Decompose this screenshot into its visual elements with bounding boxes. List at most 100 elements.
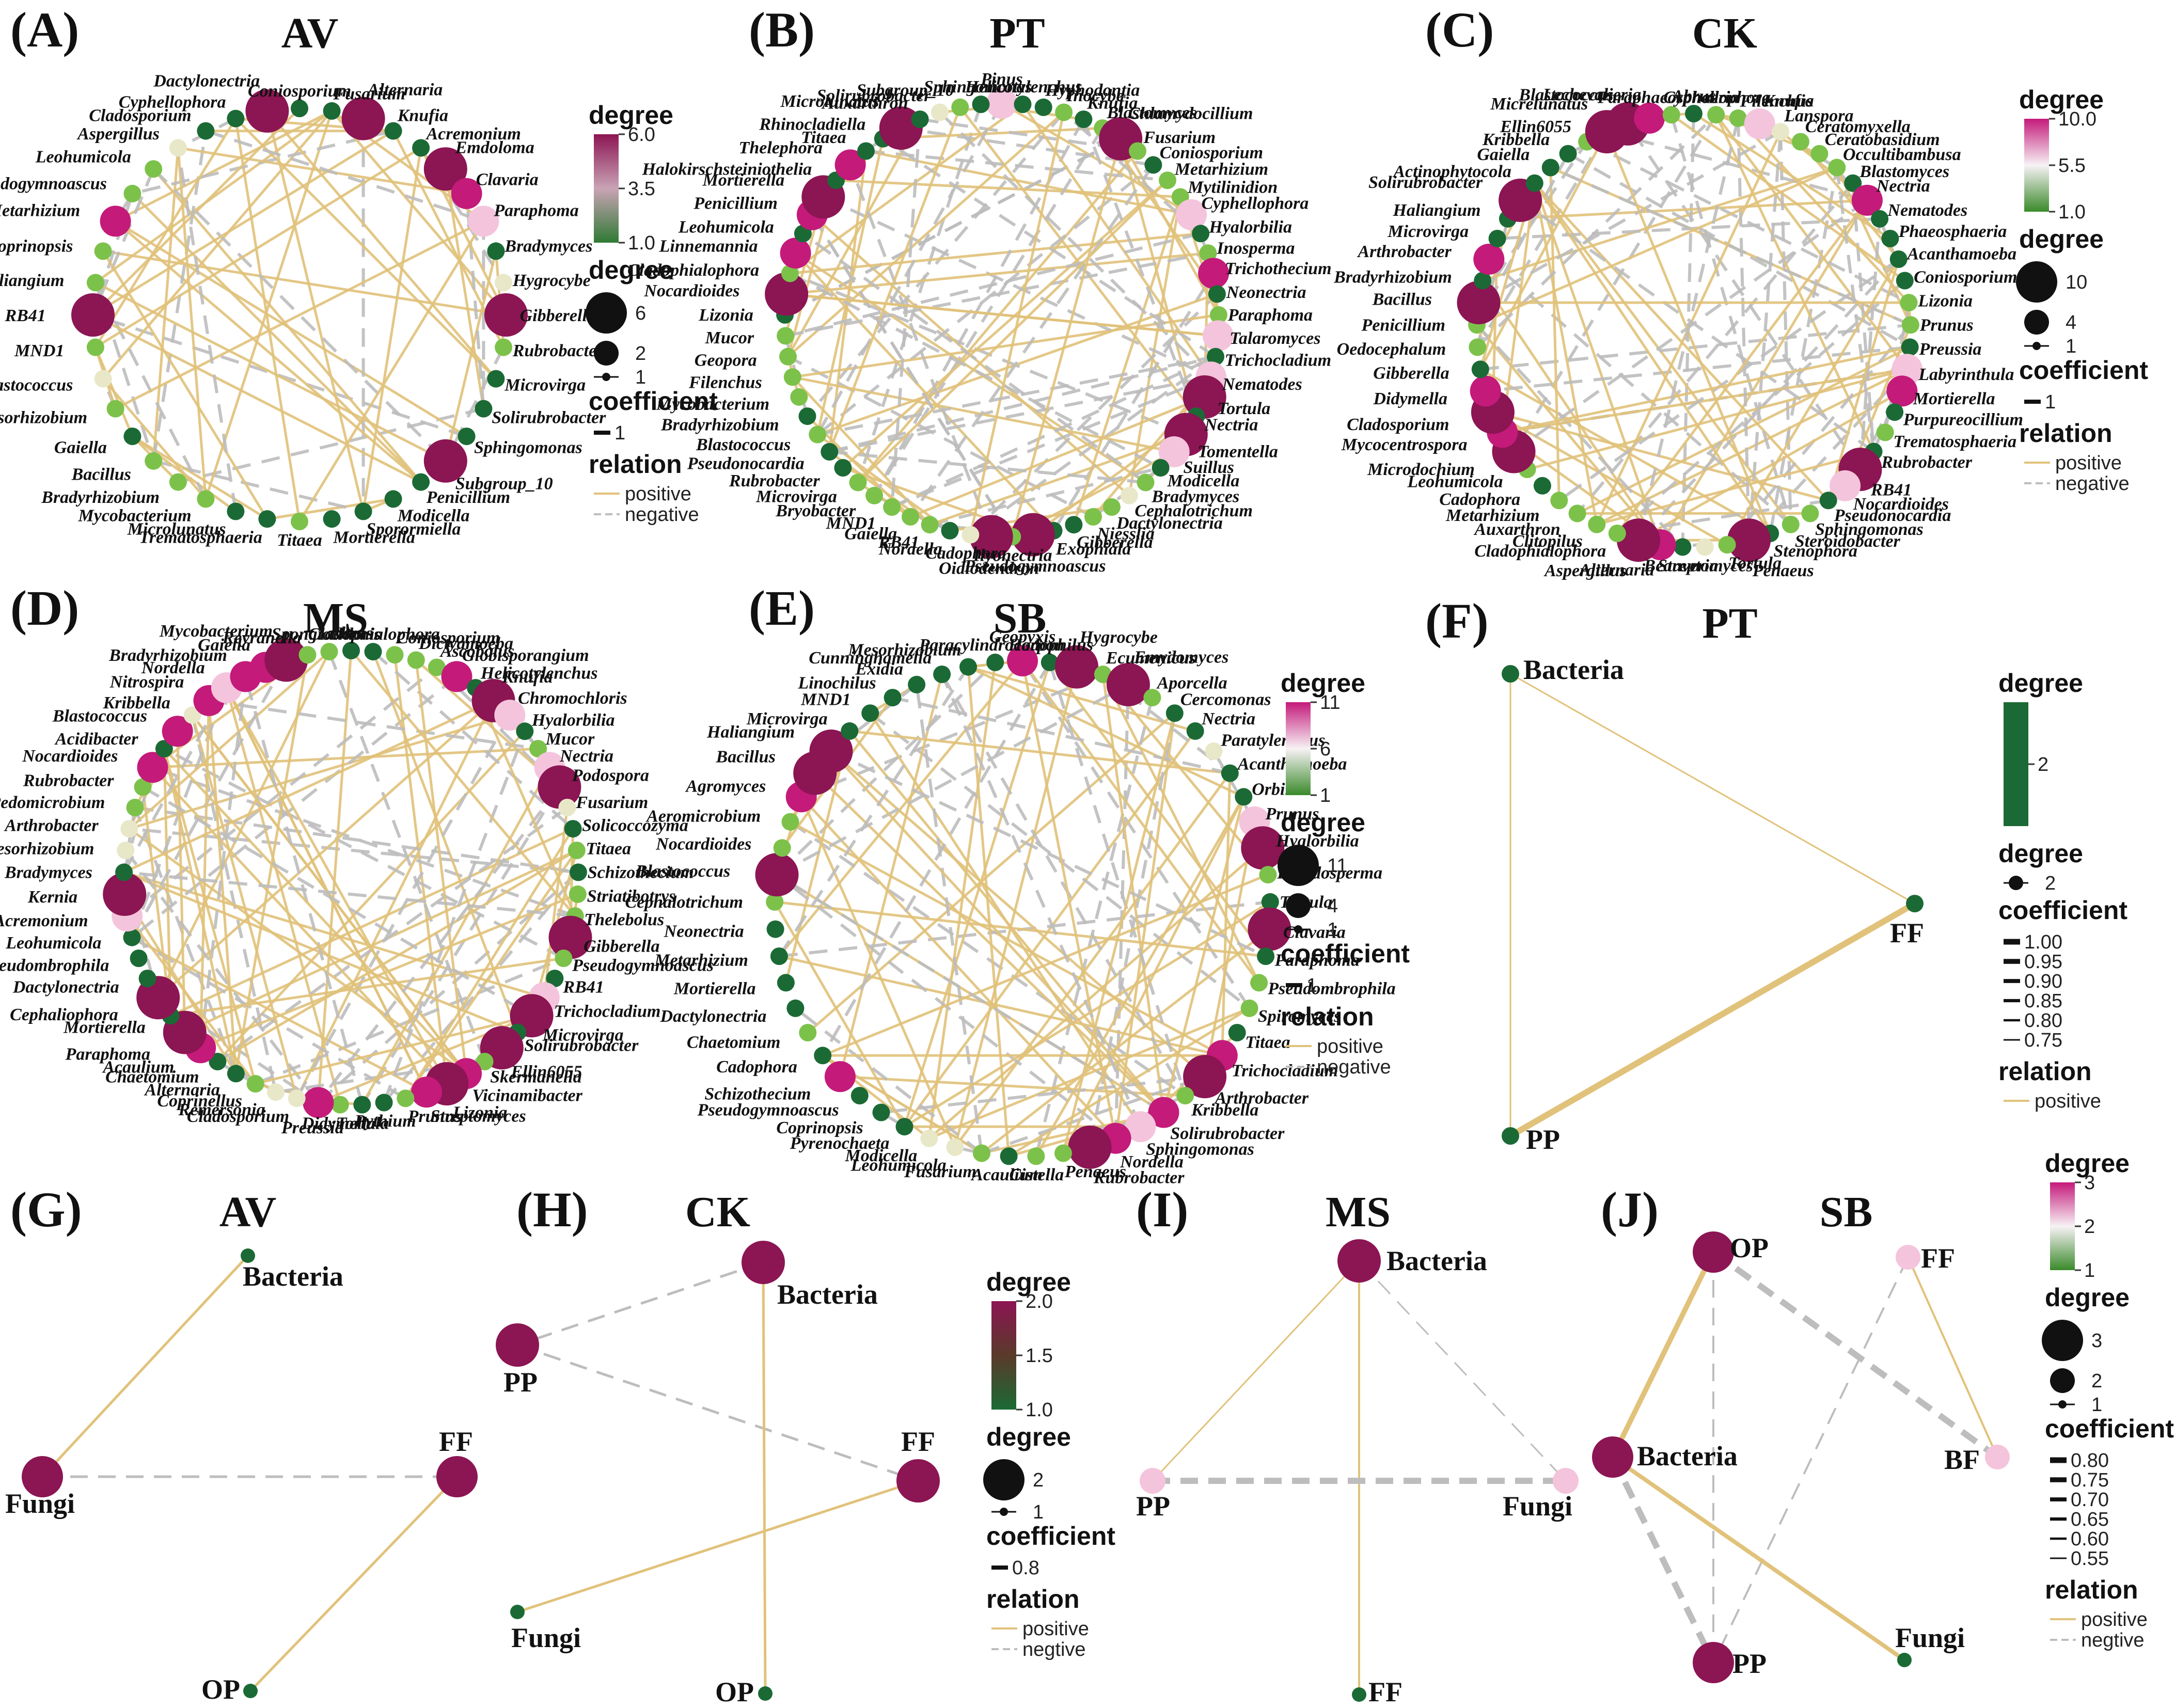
network-edge [208,700,238,1074]
network-edge [126,915,257,1085]
node-label: Paraphoma [1274,951,1360,970]
network-node [1901,316,1919,334]
legend-coef-label: 1.00 [2024,931,2062,953]
network-edge [122,687,228,873]
network-edge [1726,324,1912,546]
node-label: Nordella [1120,1152,1184,1172]
network-edge [393,654,448,1084]
node-label: Trematosphaeria [1894,432,2017,451]
network-node [320,643,338,661]
node-label: Streptomyces [431,1106,526,1126]
legend-negative-label: negtive [1022,1639,1086,1660]
node-label: Emdoloma [455,138,534,157]
network-node [323,102,341,120]
network-node [849,473,867,492]
network-node [145,160,163,178]
node-label: Titaea [801,128,846,147]
node-label: Dictyamoeba [418,634,513,653]
group-edge [1358,1260,1567,1482]
network-node [1685,105,1703,122]
network-edge [1481,280,1662,546]
legend-color-bar [1286,702,1311,795]
legend-size-label: 1 [2066,336,2076,357]
node-label: Acanthamoeba [1906,245,2017,264]
network-node [386,646,404,664]
node-label: Chlamydocillium [1128,104,1253,123]
network-node [1228,1024,1246,1041]
network-node [824,1061,856,1093]
group-node-label: PP [503,1367,538,1398]
network-node [103,872,147,916]
network-edge [903,730,1196,1128]
network-edge [1062,713,1176,1154]
legend-relation-title: relation [986,1585,1080,1614]
network-node [834,149,866,181]
network-node [1158,436,1190,467]
network-node [451,178,482,209]
group-node [896,1459,940,1503]
network-edge [163,748,467,1075]
node-label: Lanspora [1784,106,1853,125]
group-node [1693,1642,1734,1683]
network-edge [1558,258,1900,502]
network-node [291,513,308,530]
group-edge [1509,900,1916,1139]
node-label: Haliangium [706,723,795,742]
node-label: Lizonia [1917,292,1973,311]
node-label: Blastococcus [0,375,73,394]
node-label: Penicillium [693,194,777,213]
node-label: Blastococcus [696,435,791,454]
node-label: Sphingomonas [1815,520,1924,539]
node-label: Nocardioides [643,281,739,301]
network-node [126,799,144,816]
node-label: Oedocephalum [1337,340,1446,359]
node-label: Paraphoma [65,1045,150,1064]
network-node [1819,492,1837,510]
node-label: Neonectria [664,922,744,941]
node-label: Aeromicrobium [645,806,761,826]
node-label: Phaeosphaeria [1898,222,2007,241]
node-label: Ellin6055 [1500,117,1571,136]
network-edge [790,232,1201,275]
network-edge [123,871,575,918]
network-node [1727,518,1771,562]
node-label: Kribbella [103,693,170,713]
node-label: Spiromyces [1258,1007,1341,1026]
network-edge [904,900,1271,1128]
network-edge [124,849,320,1104]
node-label: Actinophytocola [1392,162,1511,181]
group-node-label: Fungi [1895,1622,1965,1653]
legend-coef-title: coefficient [2019,356,2148,385]
network-edge [800,796,956,1148]
network-node [564,820,582,838]
network-node [1143,689,1161,707]
group-edge [41,1255,249,1478]
node-label: Sphingomonas [474,438,582,457]
legend-degree-title: degree [2019,85,2104,114]
node-label: Neonectria [1226,283,1306,302]
node-label: Blastococcus [52,706,147,725]
network-edge [792,375,1175,453]
network-edge [830,750,1165,1114]
network-node [1886,375,1918,407]
node-label: Modicella [397,507,470,526]
group-edge [1510,673,1915,905]
legend-negative-label: negative [1317,1056,1391,1078]
network-node [834,459,852,477]
network-node [931,103,949,121]
node-label: Knufia [397,106,448,125]
legend-size-title: degree [2045,1283,2130,1312]
network-node [353,1096,371,1114]
node-label: Cephalotrichum [625,893,743,912]
group-node-label: OP [1730,1232,1769,1263]
network-edge [131,936,406,1100]
network-node [123,428,141,446]
legend-positive-label: positive [2035,1090,2101,1112]
node-label: Aporcella [1156,673,1227,692]
network-edge [1519,199,1875,453]
group-node-label: Bacteria [1523,654,1624,685]
node-label: Nematodes [1222,375,1302,394]
node-label: Blastomyces [1859,162,1949,181]
network-node [902,508,919,526]
